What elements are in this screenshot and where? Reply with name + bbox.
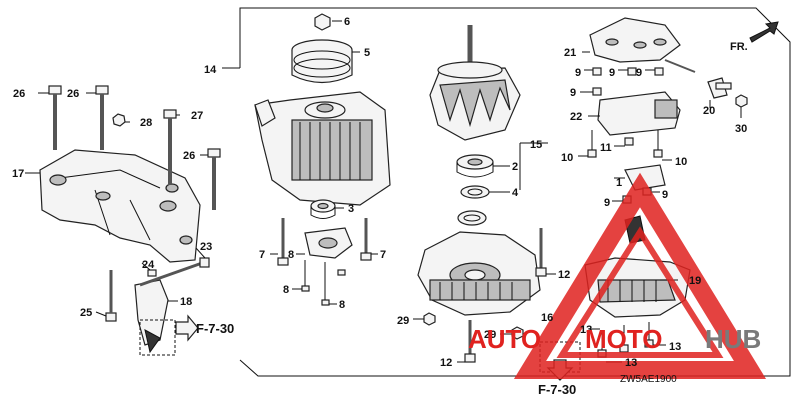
label-23: 23 [200,241,212,253]
regulator-22 [597,91,681,136]
label-20: 20 [703,105,715,117]
screw-11 [624,137,634,146]
bearing-retainer-plate [304,227,353,259]
watermark-text-moto: MOTO [585,324,663,354]
stud-bolt-12a [535,228,547,277]
label-14: 14 [204,64,217,76]
watermark-text-hub: HUB [705,324,761,354]
label-26c: 26 [183,150,195,162]
label-16: 16 [541,312,553,324]
label-28: 28 [140,117,152,129]
nut-6 [314,13,331,31]
alternator-front-housing [254,91,391,206]
nut-30 [735,94,748,108]
bolt-25 [105,270,117,322]
rectifier-21 [589,17,681,63]
front-label: FR. [730,41,748,53]
screw-8b [321,262,330,306]
label-5: 5 [364,47,370,59]
label-27: 27 [191,110,203,122]
bolt-27 [163,109,177,185]
label-10a: 10 [561,152,573,164]
screw-9c [654,67,664,76]
label-29a: 29 [397,315,409,327]
watermark-logo [513,172,767,379]
long-bolt-26c [207,148,221,210]
alternator-mount-bracket [39,149,201,263]
rotor-15 [429,25,521,141]
bolt-24 [147,269,157,277]
label-30: 30 [735,123,747,135]
screw-8c [337,269,346,276]
label-13a: 13 [580,324,592,336]
label-15: 15 [530,139,542,151]
assembly-bracket-outline [239,7,791,377]
front-arrow-icon [749,21,779,43]
label-9c: 9 [636,67,642,79]
label-6: 6 [344,16,350,28]
label-26a: 26 [13,88,25,100]
label-9a: 9 [575,67,581,79]
ref-arrow-left [175,314,199,342]
label-29b: 29 [484,329,496,341]
screw-10a [587,130,597,158]
label-26b: 26 [67,88,79,100]
watermark-text-auto: AUTO [468,324,541,354]
bearing-3 [310,199,336,219]
screw-9d [592,87,602,96]
label-19: 19 [689,275,701,287]
pulley-5 [291,39,353,84]
label-3: 3 [348,203,354,215]
screw-8a [301,260,310,292]
long-bolt-26a [48,85,62,150]
bolt-13c [644,322,654,348]
label-11: 11 [600,142,612,154]
label-18: 18 [180,296,192,308]
label-9e: 9 [604,197,610,209]
nut-29b [511,326,524,340]
through-bolt-7b [360,218,372,261]
label-8c: 8 [339,299,345,311]
label-7a: 7 [259,249,265,261]
label-1: 1 [616,177,622,189]
bearing-2 [456,154,494,178]
label-25: 25 [80,307,92,319]
through-bolt-7a [277,218,289,266]
label-4: 4 [512,187,519,199]
label-9d: 9 [570,87,576,99]
label-24: 24 [142,259,155,271]
diagram-code: ZW5AE1900 [620,374,677,385]
label-22: 22 [570,111,582,123]
long-screw-21 [664,59,696,73]
label-12a: 12 [558,269,570,281]
ref-label-bottom: F-7-30 [538,382,576,397]
ring-4 [460,185,490,199]
nut-29a [423,312,436,326]
label-8b: 8 [283,284,289,296]
terminal-20 [707,77,732,99]
label-2: 2 [512,161,518,173]
label-8a: 8 [288,249,294,261]
bracket-18 [134,279,169,354]
stud-bolt-12b [464,320,476,363]
label-12b: 12 [440,357,452,369]
screw-10b [653,130,663,158]
long-bolt-26b [95,85,109,150]
alternator-rear-housing [417,231,541,316]
label-7b: 7 [380,249,386,261]
label-9b: 9 [609,67,615,79]
screw-9b [627,67,637,76]
ring-clip [457,210,487,226]
label-13c: 13 [669,341,681,353]
label-10b: 10 [675,156,687,168]
nut-28 [112,113,126,127]
label-17: 17 [12,168,24,180]
label-9f: 9 [662,189,668,201]
label-13b: 13 [625,357,637,369]
screw-9a [592,67,602,76]
label-21: 21 [564,47,576,59]
ref-label-left: F-7-30 [196,321,234,336]
